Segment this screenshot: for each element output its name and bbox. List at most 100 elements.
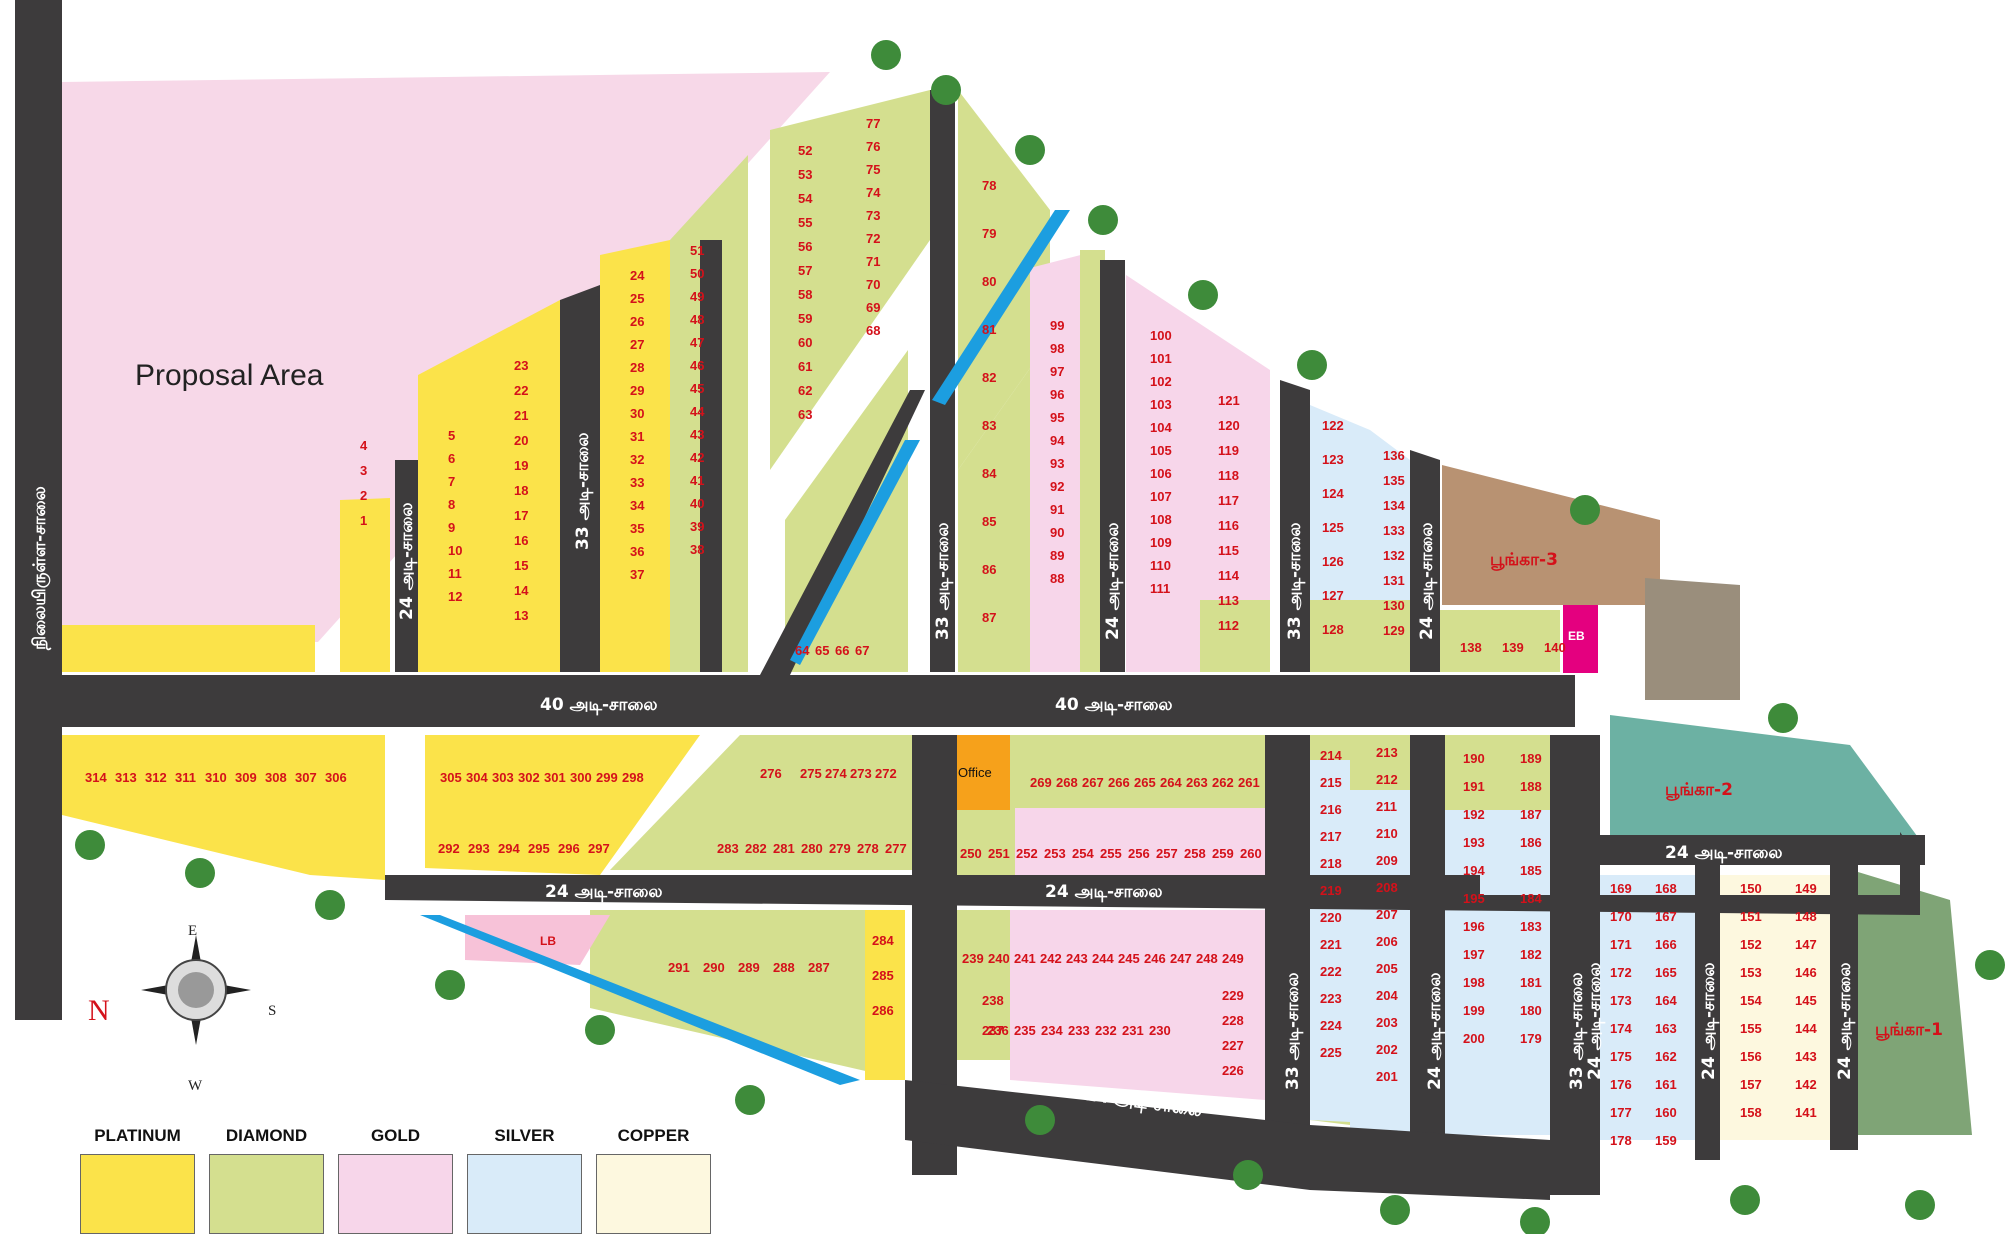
plot-number: 300 <box>570 770 592 785</box>
plot-number: 159 <box>1655 1133 1677 1148</box>
plot-number: 17 <box>514 508 528 523</box>
legend-swatch <box>467 1154 582 1234</box>
plot-number: 149 <box>1795 881 1817 896</box>
plot-number: 120 <box>1218 418 1240 433</box>
plot-number: 154 <box>1740 993 1762 1008</box>
plot-number: 68 <box>866 323 880 338</box>
plot-number: 246 <box>1144 951 1166 966</box>
plot-number: 189 <box>1520 751 1542 766</box>
plot-number: 181 <box>1520 975 1542 990</box>
plot-number: 249 <box>1222 951 1244 966</box>
plot-number: 7 <box>448 474 455 489</box>
plot-number: 208 <box>1376 880 1398 895</box>
compass-w: W <box>188 1078 203 1094</box>
plot-number: 158 <box>1740 1105 1762 1120</box>
plot-number: 251 <box>988 846 1010 861</box>
plot-number: 93 <box>1050 456 1064 471</box>
plot-number: 54 <box>798 191 813 206</box>
plot-number: 241 <box>1014 951 1036 966</box>
plot-number: 121 <box>1218 393 1240 408</box>
plot-number: 140 <box>1544 640 1566 655</box>
office-box <box>955 735 1010 810</box>
plot-number: 21 <box>514 408 528 423</box>
plot-number: 123 <box>1322 452 1344 467</box>
road-label-33-2: 33 அடி-சாலை <box>933 522 953 640</box>
block-diamond-n <box>955 910 1010 1060</box>
road-24-east <box>1410 450 1440 672</box>
legend-swatch <box>209 1154 324 1234</box>
plot-number: 141 <box>1795 1105 1817 1120</box>
road-label-24-4: 24 அடி-சாலை <box>1665 843 1783 863</box>
plot-number: 290 <box>703 960 725 975</box>
plot-number: 11 <box>448 566 462 581</box>
road-label-24-11: 24 அடி-சாலை <box>1835 962 1855 1080</box>
plot-number: 4 <box>360 438 368 453</box>
tree-icon <box>1380 1195 1410 1225</box>
plot-number: 42 <box>690 450 704 465</box>
plot-number: 26 <box>630 314 644 329</box>
plot-number: 244 <box>1092 951 1114 966</box>
road-label-24-10: 24 அடி-சாலை <box>1699 962 1719 1080</box>
plot-number: 48 <box>690 312 704 327</box>
tree-icon <box>1975 950 2005 980</box>
plot-number: 153 <box>1740 965 1762 980</box>
plot-number: 5 <box>448 428 455 443</box>
plot-number: 82 <box>982 370 996 385</box>
plot-number: 43 <box>690 427 704 442</box>
plot-number: 174 <box>1610 1021 1632 1036</box>
plot-number: 172 <box>1610 965 1632 980</box>
plot-number: 238 <box>982 993 1004 1008</box>
plot-number: 108 <box>1150 512 1172 527</box>
plot-number: 274 <box>825 766 847 781</box>
block-diamond-l <box>955 808 1015 878</box>
plot-number: 99 <box>1050 318 1064 333</box>
plot-number: 35 <box>630 521 644 536</box>
plot-number: 266 <box>1108 775 1130 790</box>
plot-number: 64 <box>795 643 810 658</box>
plot-number: 211 <box>1376 799 1397 814</box>
plot-number: 76 <box>866 139 880 154</box>
plot-number: 110 <box>1150 558 1171 573</box>
plot-number: 303 <box>492 770 514 785</box>
plot-number: 105 <box>1150 443 1172 458</box>
tree-icon <box>435 970 465 1000</box>
plot-number: 185 <box>1520 863 1542 878</box>
legend-item: PLATINUM <box>80 1126 195 1234</box>
plot-number: 309 <box>235 770 257 785</box>
plot-number: 75 <box>866 162 880 177</box>
plot-number: 57 <box>798 263 812 278</box>
block-diamond-j <box>610 735 915 870</box>
plot-number: 8 <box>448 497 455 512</box>
block-copper-a <box>1720 875 1830 1140</box>
plot-number: 61 <box>798 359 812 374</box>
plot-number: 213 <box>1376 745 1398 760</box>
block-diamond-h <box>1310 600 1410 672</box>
plot-number: 178 <box>1610 1133 1632 1148</box>
plot-number: 231 <box>1122 1023 1144 1038</box>
plot-number: 245 <box>1118 951 1140 966</box>
plot-number: 65 <box>815 643 829 658</box>
lb-plot <box>465 915 610 965</box>
plot-number: 200 <box>1463 1031 1485 1046</box>
plot-number: 277 <box>885 841 907 856</box>
plot-number: 86 <box>982 562 996 577</box>
plot-number: 40 <box>690 496 704 511</box>
road-label-33-1: 33 அடி-சாலை <box>573 432 593 550</box>
plot-number: 311 <box>175 770 196 785</box>
plot-number: 253 <box>1044 846 1066 861</box>
plot-labels: 1234567891011122322212019181716151413242… <box>85 116 1817 1148</box>
plot-number: 106 <box>1150 466 1172 481</box>
plot-number: 268 <box>1056 775 1078 790</box>
block-gold-d <box>1010 910 1265 1100</box>
plot-number: 204 <box>1376 988 1398 1003</box>
road-label-24-6: 24 அடி-சாலை <box>1103 522 1123 640</box>
legend-item: COPPER <box>596 1126 711 1234</box>
plot-number: 52 <box>798 143 812 158</box>
plot-number: 205 <box>1376 961 1398 976</box>
plot-number: 191 <box>1463 779 1485 794</box>
plot-number: 72 <box>866 231 880 246</box>
road-label-33-5: 33 அடி-சாலை <box>1567 972 1587 1090</box>
plot-number: 222 <box>1320 964 1342 979</box>
plot-number: 297 <box>588 841 610 856</box>
legend-label: COPPER <box>617 1126 690 1145</box>
